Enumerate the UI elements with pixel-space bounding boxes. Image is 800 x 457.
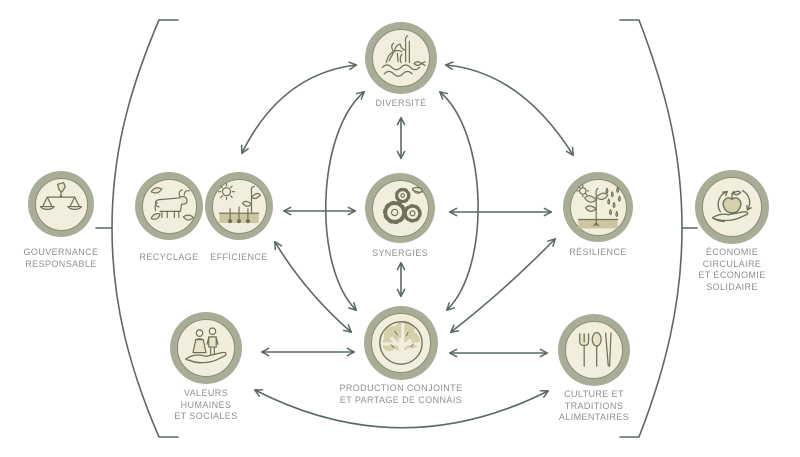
- bracket-right: [619, 19, 683, 438]
- node-label-valeurs: VALEURS HUMAINES ET SOCIALES: [174, 388, 238, 421]
- node-recyclage: [135, 172, 203, 240]
- node-label-diversite: DIVERSITÉ: [375, 98, 427, 108]
- node-valeurs: [170, 312, 242, 384]
- node-label-recyclage: RECYCLAGE: [139, 252, 199, 262]
- plant-rain-icon: [569, 178, 627, 236]
- cow-leaves-icon: [141, 178, 197, 234]
- node-diversite: [365, 22, 437, 94]
- node-efficience: [205, 172, 273, 240]
- arrow-resilience-production: [449, 237, 557, 333]
- node-label-synergies: SYNERGIES: [371, 248, 429, 258]
- node-culture: [558, 314, 630, 386]
- node-gouvernance: [28, 171, 94, 237]
- node-resilience: [563, 172, 633, 242]
- apple-hand-cycle-icon: [702, 177, 762, 237]
- gears-leaf-icon: [371, 179, 429, 237]
- arrow-efficience-production: [274, 240, 353, 334]
- node-label-efficience: EFFICIENCE: [210, 252, 268, 262]
- node-label-economie: ÉCONOMIE CIRCULAIRE ET ÉCONOMIE SOLIDAIR…: [698, 247, 766, 292]
- arrow-diversite-resilience: [444, 61, 574, 157]
- sun-seedlings-icon: [211, 178, 267, 234]
- node-label-culture: CULTURE ET TRADITIONS ALIMENTAIRES: [558, 389, 630, 422]
- node-label-resilience: RÉSILIENCE: [569, 247, 627, 257]
- node-economie: [695, 170, 769, 244]
- arrow-valeurs-culture: [253, 389, 550, 429]
- arrow-diversite-production-left: [324, 90, 366, 312]
- ecosystem-deer-fish-icon: [372, 29, 430, 87]
- arrow-diversite-production-right: [438, 90, 479, 312]
- node-production: [364, 306, 438, 380]
- balance-scale-icon: [34, 177, 88, 231]
- node-label-production: PRODUCTION CONJOINTE ET PARTAGE DE CONNA…: [339, 383, 463, 405]
- people-on-hand-icon: [177, 319, 235, 377]
- arrow-diversite-efficience: [240, 61, 358, 155]
- cutlery-icon: [565, 321, 623, 379]
- node-label-gouvernance: GOUVERNANCE RESPONSABLE: [23, 247, 99, 269]
- tree-window-icon: [371, 313, 431, 373]
- node-synergies: [365, 173, 435, 243]
